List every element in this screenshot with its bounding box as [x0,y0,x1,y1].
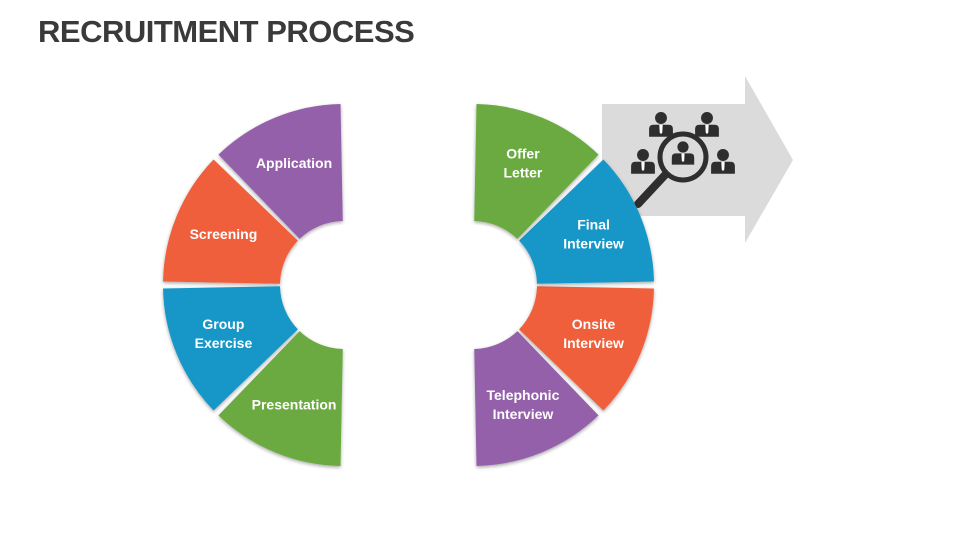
segment-final-interview-label: Interview [563,235,624,251]
page-title: RECRUITMENT PROCESS [38,14,415,49]
segment-final-interview-shape [519,159,654,284]
segment-presentation-label: Presentation [252,396,337,412]
segment-offer-letter-label: Letter [503,165,542,181]
segment-group-exercise-label: Group [202,316,244,332]
segment-final-interview-label: Final [577,216,610,232]
right-hub [413,225,533,345]
segment-offer-letter-shape [474,104,599,239]
segment-telephonic-interview-label: Telephonic [487,387,560,403]
candidate-search-icon [631,112,735,208]
segment-presentation-shape [218,331,343,466]
segment-presentation: Presentation [218,331,343,466]
segment-onsite-interview-label: Onsite [572,316,616,332]
segment-screening-shape [163,159,298,284]
segment-screening: Screening [163,159,298,284]
segment-application-shape [218,104,343,239]
segment-group-exercise-label: Exercise [195,335,253,351]
segment-application: Application [218,104,343,239]
segment-offer-letter-label: Offer [506,146,540,162]
segment-onsite-interview-shape [519,286,654,411]
process-segments: ApplicationScreeningGroupExercisePresent… [163,104,654,466]
segment-onsite-interview-label: Interview [563,335,624,351]
left-hub [284,225,404,345]
segment-group-exercise-shape [163,286,298,411]
segment-telephonic-interview-label: Interview [493,406,554,422]
segment-screening-label: Screening [190,226,258,242]
segment-application-label: Application [256,155,332,171]
segment-telephonic-interview-shape [474,331,599,466]
